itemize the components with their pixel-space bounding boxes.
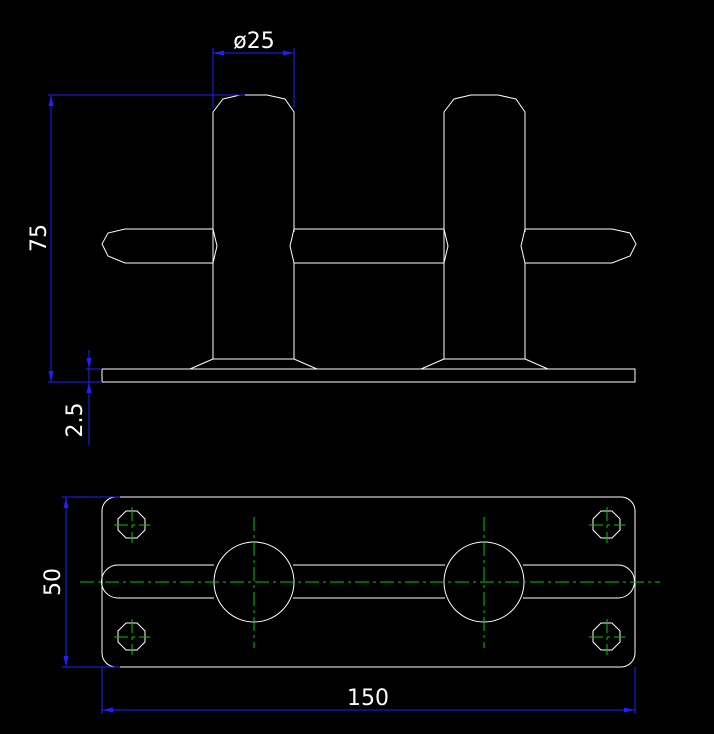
- base-plate-front: [101, 368, 636, 383]
- dim-height: 75: [27, 224, 52, 252]
- front-dimensions: ø25 75 2.5: [27, 29, 295, 445]
- post-left: [212, 94, 295, 359]
- bolt-hole-bottom-left: [117, 622, 146, 651]
- dim-length: 150: [347, 686, 389, 711]
- top-dimensions: 50 150: [41, 496, 636, 714]
- centerlines: [80, 507, 660, 655]
- front-view: [101, 94, 637, 383]
- crossbar-right-end: [520, 228, 637, 264]
- bolt-hole-top-left: [117, 510, 146, 539]
- bolt-hole-bottom-right: [592, 622, 621, 651]
- post-right-fillet: [420, 358, 549, 370]
- post-left-fillet: [189, 358, 318, 370]
- dim-width: 50: [41, 568, 66, 596]
- dim-thickness: 2.5: [63, 403, 88, 438]
- crossbar-middle: [289, 228, 449, 264]
- crossbar-left-end: [101, 228, 218, 264]
- post-right: [443, 94, 526, 359]
- dim-diameter: ø25: [233, 29, 274, 54]
- top-view: [80, 496, 660, 668]
- bolt-hole-top-right: [592, 510, 621, 539]
- crossbar-top: [101, 564, 635, 599]
